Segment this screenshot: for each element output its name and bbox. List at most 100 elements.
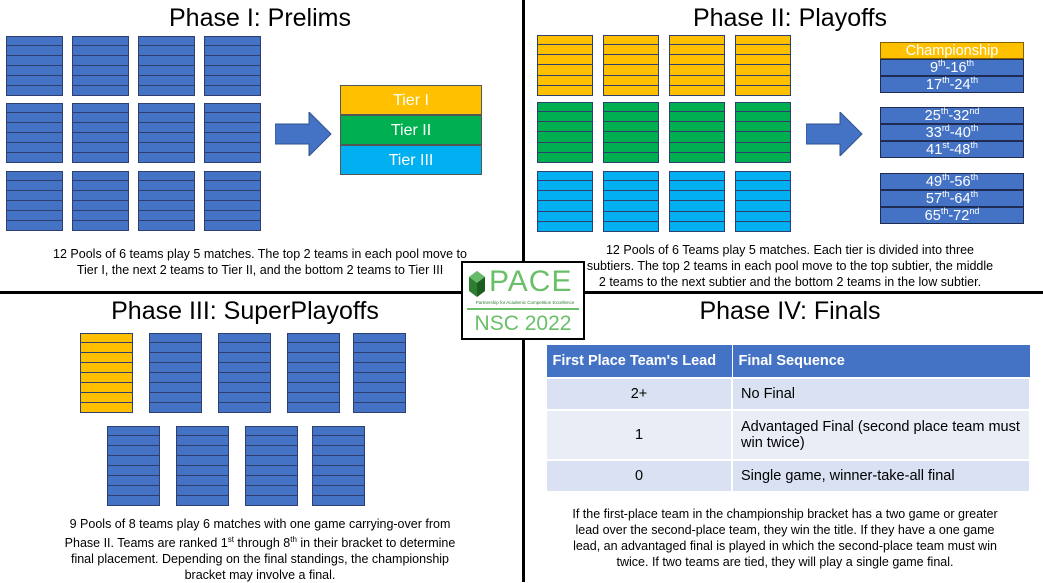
sequence-cell: Single game, winner-take-all final bbox=[731, 459, 1031, 493]
pool-team bbox=[138, 56, 195, 66]
pool-team bbox=[72, 181, 129, 191]
table-row: 1 Advantaged Final (second place team mu… bbox=[545, 409, 1031, 461]
pool-team bbox=[138, 46, 195, 56]
pool-team bbox=[353, 333, 406, 343]
pool-team bbox=[537, 171, 593, 182]
pool-team bbox=[176, 466, 229, 476]
pool-team bbox=[138, 113, 195, 123]
pool-team bbox=[218, 393, 271, 403]
pool-team bbox=[603, 132, 659, 143]
pace-logo: PACE Partnership for Academic Competitio… bbox=[461, 261, 585, 340]
pool-team bbox=[537, 142, 593, 153]
pool-team bbox=[669, 35, 725, 46]
pool-team bbox=[72, 36, 129, 46]
pool bbox=[138, 36, 195, 96]
pool-team bbox=[204, 86, 261, 96]
pool-team bbox=[138, 211, 195, 221]
pool-team bbox=[669, 142, 725, 153]
pool-team bbox=[312, 466, 365, 476]
pool-team bbox=[107, 496, 160, 506]
pool-team bbox=[735, 45, 791, 56]
pool-team bbox=[138, 171, 195, 181]
pool-team bbox=[176, 496, 229, 506]
pool-team bbox=[6, 86, 63, 96]
pool-team bbox=[218, 373, 271, 383]
phase4-title: Phase IV: Finals bbox=[699, 297, 881, 325]
subtier-label: 65th-72nd bbox=[880, 207, 1024, 224]
pool-team bbox=[537, 201, 593, 212]
phase2-arrow bbox=[806, 112, 863, 156]
pool-team bbox=[107, 436, 160, 446]
pool-team bbox=[218, 343, 271, 353]
pool bbox=[149, 333, 202, 413]
pool-team bbox=[80, 373, 133, 383]
phase1-arrow bbox=[275, 112, 332, 156]
pool-team bbox=[669, 181, 725, 192]
pool-team bbox=[218, 383, 271, 393]
pool-team bbox=[537, 191, 593, 202]
pool-team bbox=[735, 75, 791, 86]
pool-team bbox=[107, 426, 160, 436]
pool-team bbox=[72, 103, 129, 113]
pool-team bbox=[80, 333, 133, 343]
pool-team bbox=[138, 86, 195, 96]
phase3-description: 9 Pools of 8 teams play 6 matches with o… bbox=[64, 517, 456, 583]
pool-team bbox=[735, 55, 791, 66]
pool-team bbox=[138, 123, 195, 133]
pool bbox=[72, 171, 129, 231]
pool bbox=[312, 426, 365, 506]
pool-team bbox=[312, 426, 365, 436]
pool-team bbox=[72, 86, 129, 96]
pool-team bbox=[287, 383, 340, 393]
pool-team bbox=[537, 211, 593, 222]
pool-team bbox=[6, 103, 63, 113]
pool-team bbox=[80, 353, 133, 363]
pool-team bbox=[176, 486, 229, 496]
pool-team bbox=[72, 66, 129, 76]
pool-team bbox=[204, 201, 261, 211]
pool bbox=[218, 333, 271, 413]
pool bbox=[669, 35, 725, 96]
pool-team bbox=[80, 383, 133, 393]
pool-team bbox=[603, 171, 659, 182]
pool-team bbox=[72, 191, 129, 201]
pool-team bbox=[669, 85, 725, 96]
subtier-label: 33rd-40th bbox=[880, 124, 1024, 141]
pool-team bbox=[669, 75, 725, 86]
pool-team bbox=[603, 142, 659, 153]
pool bbox=[537, 102, 593, 163]
phase1-description: 12 Pools of 6 teams play 5 matches. The … bbox=[53, 247, 467, 277]
pool bbox=[72, 103, 129, 163]
tier-1: Tier I bbox=[340, 85, 482, 115]
pool-team bbox=[353, 393, 406, 403]
pool-team bbox=[149, 333, 202, 343]
pool-team bbox=[669, 65, 725, 76]
pool-team bbox=[312, 486, 365, 496]
pool bbox=[353, 333, 406, 413]
pool bbox=[735, 171, 791, 232]
pool-team bbox=[669, 112, 725, 123]
pool-team bbox=[603, 221, 659, 232]
pool-team bbox=[149, 403, 202, 413]
subtier-label: 41st-48th bbox=[880, 141, 1024, 158]
pool-team bbox=[176, 426, 229, 436]
pool bbox=[72, 36, 129, 96]
pool-team bbox=[138, 103, 195, 113]
pool-team bbox=[669, 211, 725, 222]
phase4-description: If the first-place team in the champions… bbox=[572, 507, 998, 569]
pool-team bbox=[72, 201, 129, 211]
pool-team bbox=[245, 496, 298, 506]
pool-team bbox=[603, 55, 659, 66]
pool-team bbox=[245, 476, 298, 486]
pool-team bbox=[245, 446, 298, 456]
pool bbox=[204, 171, 261, 231]
pool-team bbox=[138, 181, 195, 191]
pool-team bbox=[107, 466, 160, 476]
pool-team bbox=[245, 486, 298, 496]
pool-team bbox=[204, 153, 261, 163]
tier-2: Tier II bbox=[340, 115, 482, 145]
pool-team bbox=[6, 191, 63, 201]
sequence-cell: Advantaged Final (second place team must… bbox=[731, 409, 1031, 461]
pool-team bbox=[138, 143, 195, 153]
pool-team bbox=[287, 353, 340, 363]
